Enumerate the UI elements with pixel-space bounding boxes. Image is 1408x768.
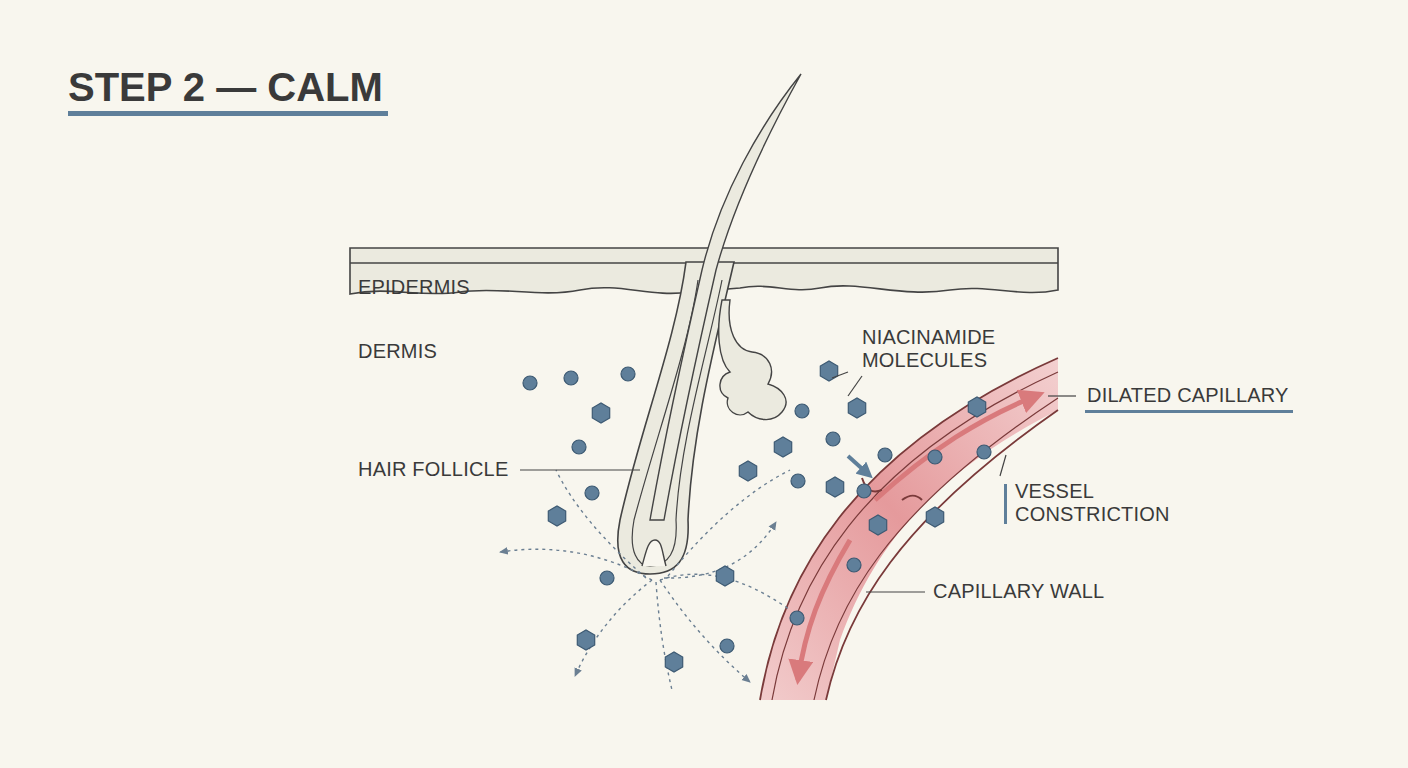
capillary-inner-wall — [814, 398, 1058, 700]
niacinamide-molecule — [820, 361, 837, 381]
niacinamide-molecule — [585, 486, 599, 500]
part-label: CAPILLARY WALL — [933, 580, 1133, 603]
molecule-group — [523, 361, 991, 672]
niacinamide-molecule — [592, 403, 609, 423]
part-label: DILATED CAPILLARY — [1087, 384, 1317, 407]
niacinamide-molecule — [928, 450, 942, 464]
vessel-constriction-notch — [902, 496, 922, 501]
leader-lines — [520, 372, 1076, 592]
leader-line — [1000, 455, 1006, 476]
niacinamide-molecule — [572, 440, 586, 454]
niacinamide-molecule — [665, 652, 682, 672]
niacinamide-molecule — [857, 484, 871, 498]
leader-line — [848, 376, 862, 396]
leader-line — [1048, 395, 1076, 396]
leader-line — [832, 372, 848, 378]
niacinamide-molecule — [564, 371, 578, 385]
niacinamide-molecule — [577, 630, 594, 650]
niacinamide-molecule — [848, 398, 865, 418]
capillary-inner-wall — [772, 372, 1058, 700]
part-label: VESSEL CONSTRICTION — [1015, 480, 1195, 526]
label-bar — [1004, 484, 1007, 524]
niacinamide-molecule — [716, 566, 733, 586]
part-label: EPIDERMIS — [358, 276, 558, 299]
niacinamide-molecule — [621, 367, 635, 381]
leader-line — [520, 469, 640, 470]
niacinamide-molecule — [968, 397, 985, 417]
title-underline — [68, 111, 388, 116]
title: STEP 2 — CALM — [68, 63, 383, 111]
niacinamide-molecule — [720, 639, 734, 653]
niacinamide-molecule — [826, 432, 840, 446]
niacinamide-molecule — [795, 404, 809, 418]
niacinamide-molecule — [791, 474, 805, 488]
niacinamide-molecule — [523, 376, 537, 390]
label-underline — [1085, 410, 1293, 413]
niacinamide-molecule — [926, 507, 943, 527]
niacinamide-molecule — [739, 461, 756, 481]
capillary-outer-wall — [760, 358, 1058, 700]
niacinamide-molecule — [600, 571, 614, 585]
hair-shaft — [650, 74, 801, 520]
uptake-arrow — [848, 456, 868, 474]
sebaceous-gland — [719, 300, 786, 420]
niacinamide-molecule — [826, 477, 843, 497]
part-label: DERMIS — [358, 340, 558, 363]
blood-vessel — [760, 358, 1058, 700]
niacinamide-molecule — [847, 558, 861, 572]
part-label: NIACINAMIDE MOLECULES — [862, 326, 1032, 372]
niacinamide-molecule — [790, 611, 804, 625]
dermal-papilla — [642, 540, 666, 566]
leader-line — [866, 591, 925, 592]
part-label: HAIR FOLLICLE — [358, 458, 528, 481]
capillary-outer-wall — [826, 410, 1058, 700]
niacinamide-molecule — [869, 515, 886, 535]
blood-flow-arrow — [798, 540, 850, 680]
niacinamide-molecule — [774, 437, 791, 457]
diffusion-arrows — [500, 470, 790, 690]
niacinamide-molecule — [548, 506, 565, 526]
niacinamide-molecule — [977, 445, 991, 459]
niacinamide-molecule — [878, 448, 892, 462]
